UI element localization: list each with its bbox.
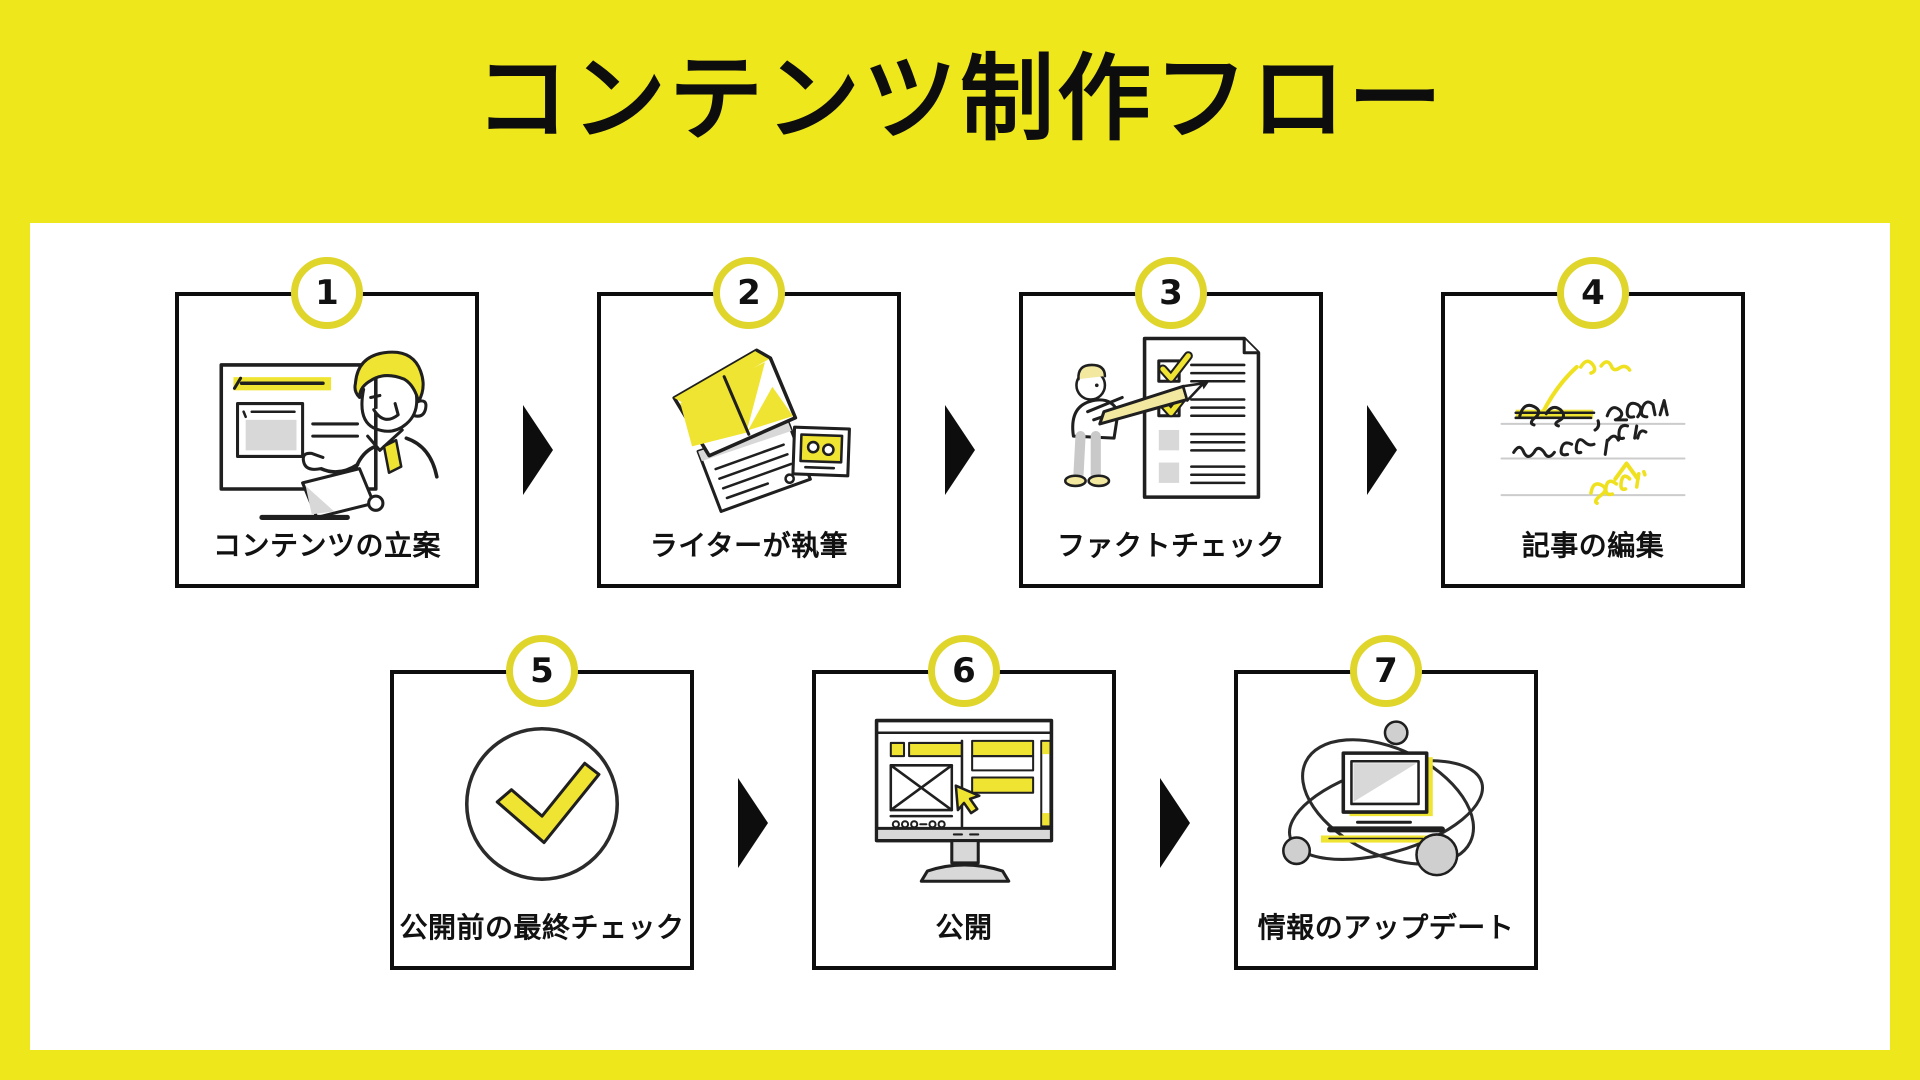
step-label: ライターが執筆 xyxy=(649,529,849,562)
step-label: 記事の編集 xyxy=(1521,529,1665,562)
step-label: 公開前の最終チェック xyxy=(399,911,685,944)
writer-writing-illustration xyxy=(627,322,871,536)
step-number-badge: 4 xyxy=(1557,257,1629,329)
step-label: ファクトチェック xyxy=(1056,529,1285,562)
step-number-badge: 2 xyxy=(713,257,785,329)
step-box-1: 1 xyxy=(175,257,479,588)
fact-check-illustration xyxy=(1049,322,1293,536)
step-number-badge: 3 xyxy=(1135,257,1207,329)
content-planning-illustration xyxy=(205,322,449,536)
article-editing-illustration xyxy=(1471,322,1715,536)
step-label: 公開 xyxy=(935,911,993,944)
step-box-7: 7 情報のアップデート xyxy=(1234,635,1538,970)
final-check-illustration xyxy=(420,700,664,914)
step-label: 情報のアップデート xyxy=(1257,911,1515,944)
step-box-6: 6 xyxy=(812,635,1116,970)
step-box-2: 2 xyxy=(597,257,901,588)
publish-illustration xyxy=(842,700,1086,914)
step-number-badge: 1 xyxy=(291,257,363,329)
step-box-3: 3 xyxy=(1019,257,1323,588)
info-update-illustration xyxy=(1264,700,1508,914)
step-number-badge: 7 xyxy=(1350,635,1422,707)
step-label: コンテンツの立案 xyxy=(212,529,441,562)
step-box-4: 4 記事の編集 xyxy=(1441,257,1745,588)
step-number-badge: 6 xyxy=(928,635,1000,707)
step-box-5: 5 公開前の最終チェック xyxy=(390,635,694,970)
step-number-badge: 5 xyxy=(506,635,578,707)
page-title: コンテンツ制作フロー xyxy=(474,45,1445,154)
